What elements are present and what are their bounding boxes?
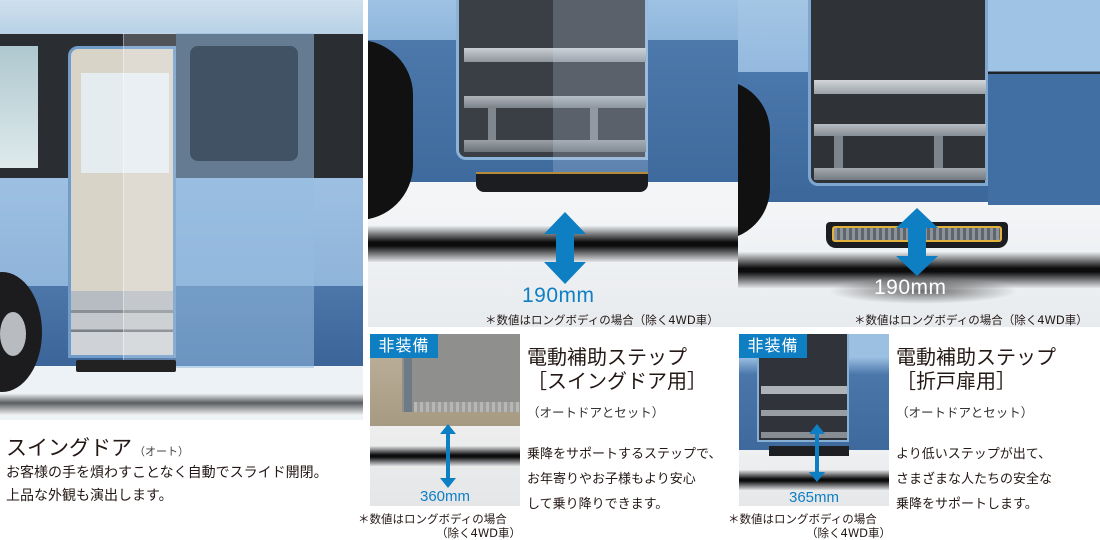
footnote: ＊数値はロングボディの場合 xyxy=(358,512,507,526)
dimension-label: 360mm xyxy=(420,488,471,505)
swing-step-photo: 190mm ＊数値はロングボディの場合（除く4WD車） xyxy=(368,0,738,327)
fold-step-title: 電動補助ステップ ［折戸扉用］ xyxy=(896,345,1056,393)
step-tread xyxy=(814,124,986,136)
description-line: さまざまな人たちの安全な xyxy=(896,472,1053,487)
step-leg xyxy=(934,136,943,170)
swing-step-thumbnail: 非装備 360mm xyxy=(370,334,520,506)
swing-step-title: 電動補助ステップ ［スイングドア用］ xyxy=(527,345,707,393)
fold-step-description: より低いステップが出て、 さまざまな人たちの安全な 乗降をサポートします。 xyxy=(896,442,1052,517)
step-tread xyxy=(761,386,847,394)
door-rail xyxy=(404,354,412,412)
dimension-label: 190mm xyxy=(522,284,595,307)
description-line: 乗降をサポートします。 xyxy=(896,497,1038,512)
door-glass xyxy=(190,46,298,161)
electric-step xyxy=(769,446,849,456)
electric-step xyxy=(476,172,648,192)
description-line: 上品な外観も演出します。 xyxy=(6,488,173,504)
description-line: 乗降をサポートするステップで、 xyxy=(527,447,722,462)
description-line: お年寄りやお子様もより安心 xyxy=(527,472,696,487)
double-arrow-icon xyxy=(440,424,456,488)
floor-shadow xyxy=(370,446,520,466)
swing-step-subtitle: （オートドアとセット） xyxy=(527,405,665,420)
description-line: お客様の手を煩わすことなく自動でスライド開閉。 xyxy=(6,465,328,481)
title-line: ［スイングドア用］ xyxy=(527,369,707,393)
step-tread xyxy=(814,168,986,180)
step-tread xyxy=(761,410,847,416)
step-tread xyxy=(761,432,847,438)
footnote: ＊数値はロングボディの場合 xyxy=(728,512,877,526)
footnote: （除く4WD車） xyxy=(436,526,522,540)
footnote: ＊数値はロングボディの場合（除く4WD車） xyxy=(485,313,719,327)
step-tread xyxy=(464,48,646,62)
fold-step-photo: 190mm ＊数値はロングボディの場合（除く4WD車） xyxy=(738,0,1100,327)
bus-roof xyxy=(0,0,363,34)
swing-step-description: 乗降をサポートするステップで、 お年寄りやお子様もより安心 して乗り降りできます… xyxy=(527,442,721,517)
step-leg xyxy=(834,136,843,170)
interior-steps xyxy=(71,291,173,355)
step-tread xyxy=(814,80,986,94)
title-text: スイングドア xyxy=(6,436,132,460)
double-arrow-icon xyxy=(896,208,938,276)
not-equipped-badge: 非装備 xyxy=(370,334,438,358)
floor-shadow xyxy=(0,393,363,415)
step-tread xyxy=(464,96,646,108)
step-plate xyxy=(414,402,520,412)
fold-step-subtitle: （オートドアとセット） xyxy=(896,405,1034,420)
doorway xyxy=(68,46,176,358)
exterior-step xyxy=(76,360,176,372)
title-line: 電動補助ステップ xyxy=(527,345,687,369)
swing-door-photo xyxy=(0,0,363,420)
swing-door-description: お客様の手を煩わすことなく自動でスライド開閉。 上品な外観も演出します。 xyxy=(6,462,328,508)
floor-shadow xyxy=(739,470,889,490)
description-line: して乗り降りできます。 xyxy=(527,497,669,512)
fold-step-thumbnail: 非装備 365mm xyxy=(739,334,889,506)
side-window xyxy=(0,46,38,168)
step-leg xyxy=(590,108,598,144)
swing-door-title: スイングドア（オート） xyxy=(6,432,189,462)
dimension-label: 365mm xyxy=(789,489,840,506)
step-leg xyxy=(488,108,496,144)
description-line: より低いステップが出て、 xyxy=(896,447,1052,462)
footnote: （除く4WD車） xyxy=(806,526,892,540)
glass-sheet xyxy=(123,33,176,368)
double-arrow-icon xyxy=(809,424,825,482)
interior-window xyxy=(81,73,169,173)
dimension-label: 190mm xyxy=(874,276,947,299)
step-tread xyxy=(464,140,646,152)
title-line: ［折戸扉用］ xyxy=(896,369,1016,393)
title-line: 電動補助ステップ xyxy=(896,345,1056,369)
step-shadow xyxy=(828,278,1018,304)
wheel-arch xyxy=(368,40,413,220)
not-equipped-badge: 非装備 xyxy=(739,334,807,358)
folding-door xyxy=(988,0,1100,205)
glass-door xyxy=(553,0,648,182)
title-suffix: （オート） xyxy=(134,445,189,458)
double-arrow-icon xyxy=(544,212,586,284)
footnote: ＊数値はロングボディの場合（除く4WD車） xyxy=(854,313,1088,327)
